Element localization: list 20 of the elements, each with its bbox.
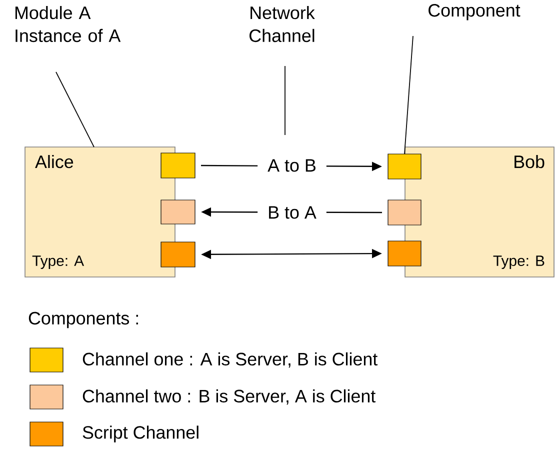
callout-label: Module A Instance of A (15, 6, 121, 42)
legend-text: Channel two : B is Server, A is Client (82, 389, 376, 405)
module-box: Alice Type: A (24, 146, 176, 278)
port-square (160, 200, 196, 224)
callout-label: Network Channel (250, 6, 315, 42)
legend-text: Channel one : A is Server, B is Client (82, 352, 378, 368)
leader-line (56, 72, 94, 148)
port-square (160, 152, 196, 178)
port-square (388, 200, 422, 226)
module-box: Bob Type: B (404, 146, 554, 278)
leader-line (404, 36, 414, 154)
legend-text: Script Channel (82, 426, 198, 442)
port-square (160, 242, 196, 268)
edge-label: A to B (258, 156, 326, 175)
leader-line (284, 66, 286, 136)
port-square (388, 240, 422, 266)
legend-title: Components : (28, 312, 138, 328)
port-square (388, 154, 422, 180)
callout-label: Component (428, 4, 520, 20)
edge-label: B to A (258, 203, 326, 222)
